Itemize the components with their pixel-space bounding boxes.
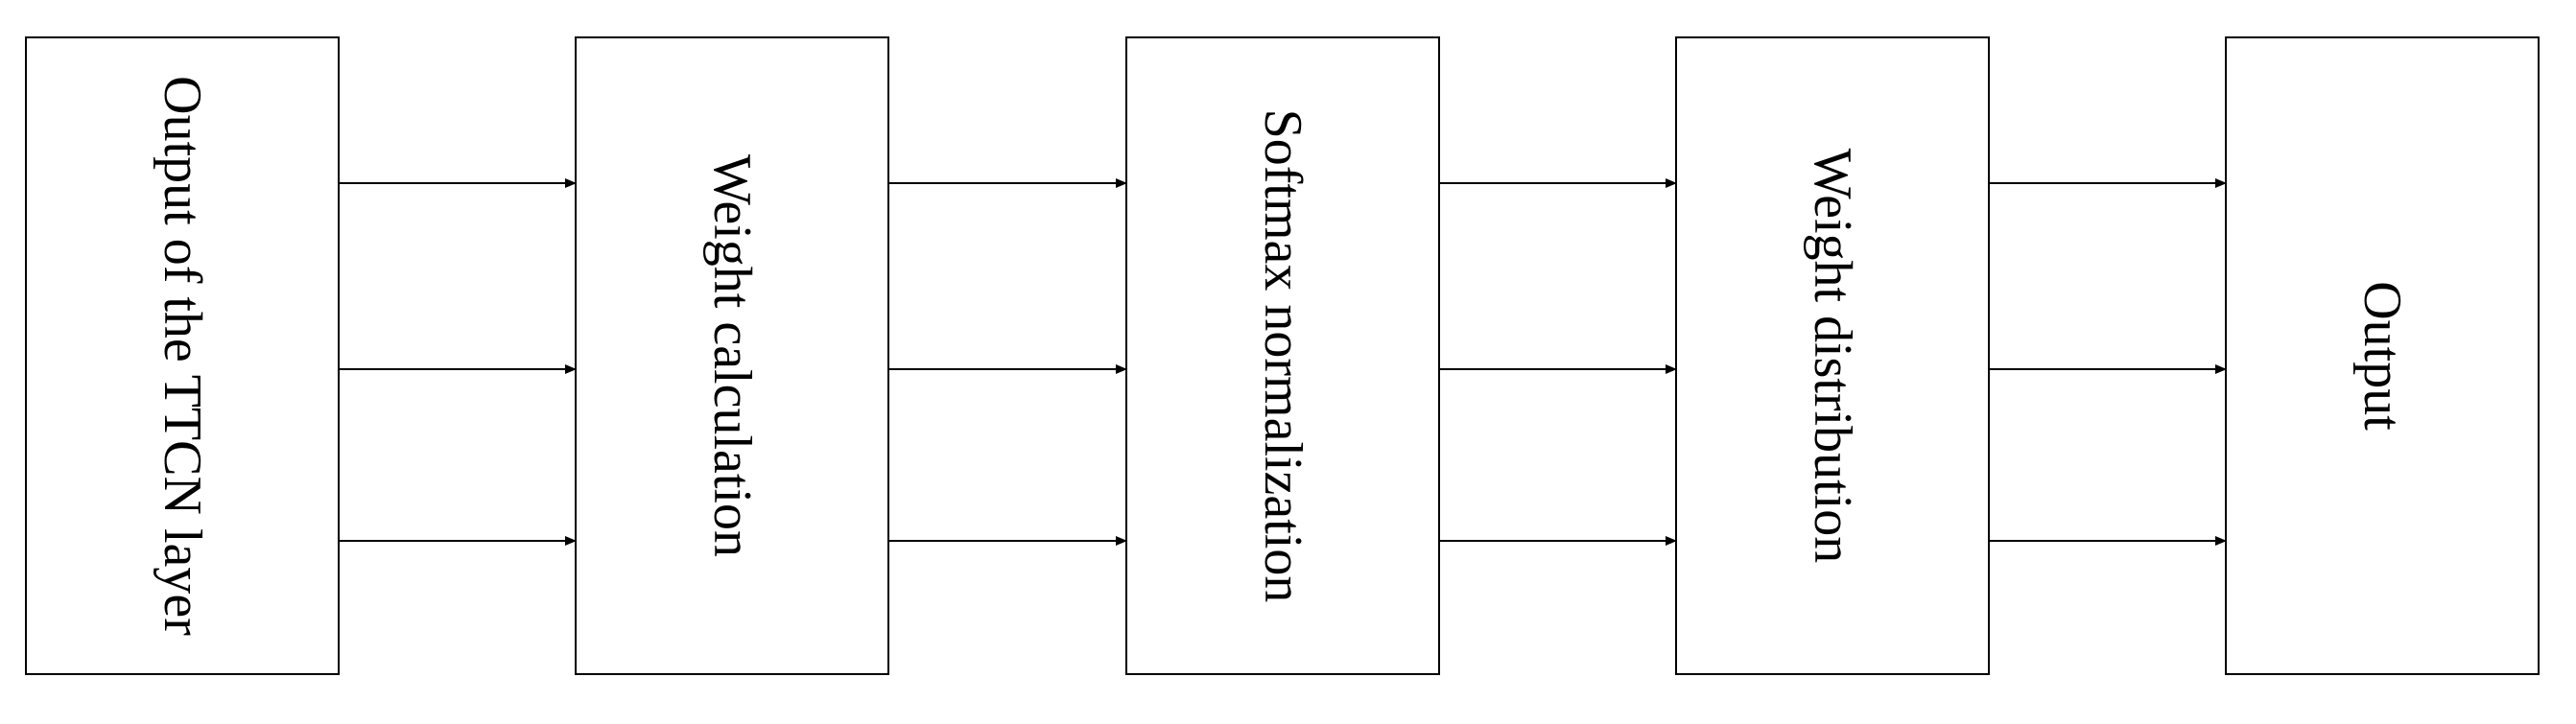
stage-output: Output — [2225, 36, 2540, 675]
stage-label: Weight distribution — [1803, 149, 1862, 564]
stage-label: Weight calculation — [702, 154, 762, 557]
stage-label: Output of the TTCN layer — [153, 76, 212, 636]
connectors-stage2-to-stage3 — [888, 178, 1127, 546]
stage-softmax-normalization: Softmax normalization — [1125, 36, 1440, 675]
stage-box — [1675, 36, 1990, 675]
stage-box — [2225, 36, 2540, 675]
stage-box — [575, 36, 889, 675]
stage-label: Softmax normalization — [1253, 109, 1312, 603]
stage-label: Output — [2352, 281, 2412, 431]
connectors-stage1-to-stage2 — [339, 178, 577, 546]
connectors-stage4-to-stage5 — [1989, 178, 2227, 546]
stage-weight-calculation: Weight calculation — [575, 36, 889, 675]
stage-box — [1125, 36, 1440, 675]
stage-weight-distribution: Weight distribution — [1675, 36, 1990, 675]
stage-box — [25, 36, 340, 675]
connectors-stage3-to-stage4 — [1439, 178, 1677, 546]
stage-output-of-ttcn-layer: Output of the TTCN layer — [25, 36, 340, 675]
